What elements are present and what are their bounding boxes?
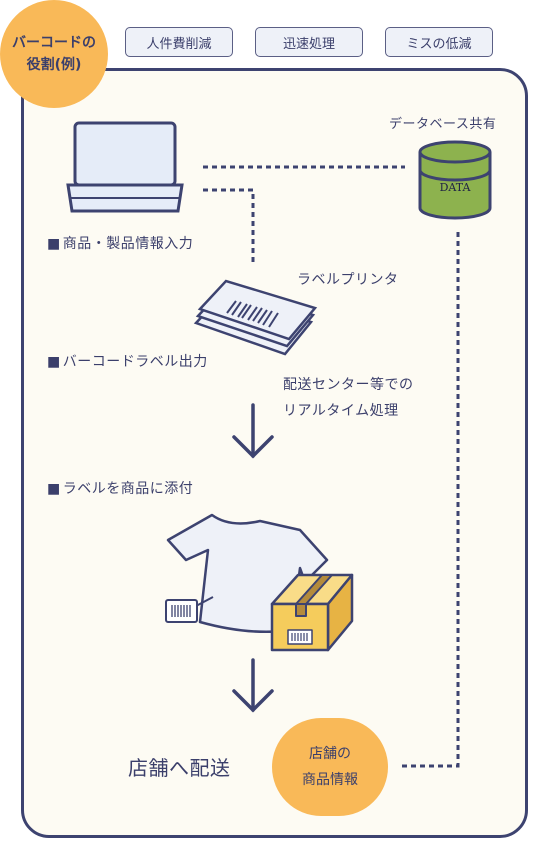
store-delivery-label: 店舗へ配送: [128, 756, 231, 780]
cardboard-box-icon: [270, 573, 354, 652]
tag-fast-processing: 迅速処理: [255, 27, 363, 57]
tag-error-reduction: ミスの低減: [385, 27, 493, 57]
db-label: DATA: [440, 181, 472, 194]
step-output: バーコードラベル出力: [47, 351, 208, 371]
printer-label: ラベルプリンタ: [297, 272, 399, 288]
center-label: 配送センター等での リアルタイム処理: [283, 377, 414, 419]
step-attach: ラベルを商品に添付: [47, 478, 193, 498]
down-arrow-icon: [232, 403, 274, 459]
step-input: 商品・製品情報入力: [47, 233, 193, 253]
tag-labor-cost: 人件費削減: [125, 27, 233, 57]
database-label: データベース共有: [389, 117, 497, 132]
laptop-icon: [66, 121, 184, 213]
database-icon: [418, 140, 492, 220]
down-arrow-icon-2: [232, 658, 274, 713]
role-badge: バーコードの 役割(例): [0, 0, 108, 108]
label-sheets-icon: [193, 279, 318, 356]
connector-lines: [203, 165, 460, 768]
store-info-badge: 店舗の 商品情報: [272, 718, 388, 816]
